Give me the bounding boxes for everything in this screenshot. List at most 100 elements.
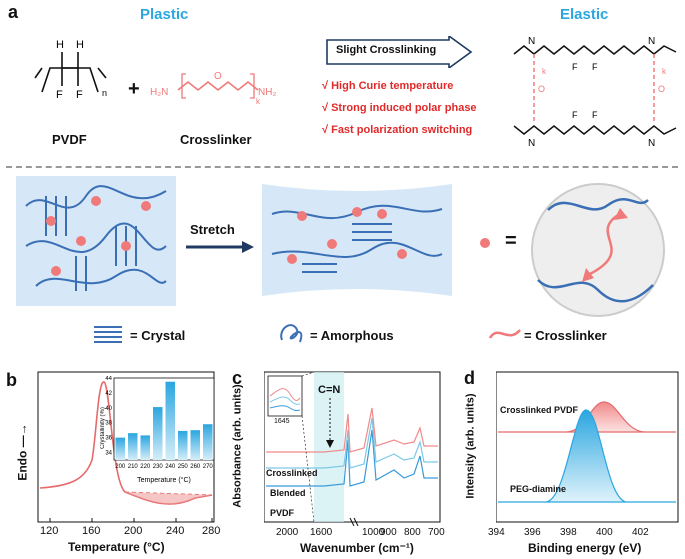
inset-xtick: 200 [115, 464, 126, 470]
amorphous-icon [280, 324, 303, 343]
inset-xtick: 260 [190, 464, 201, 470]
inset-bar [178, 430, 188, 460]
n-atom-1: N [528, 36, 535, 47]
f-atom-1: F [56, 89, 63, 101]
inset-xtick: 270 [203, 464, 214, 470]
inset-xtick: 210 [128, 464, 139, 470]
b-xtick-160: 160 [82, 525, 101, 537]
inset-xtick: 230 [153, 464, 164, 470]
d-xtick-400: 400 [596, 527, 613, 538]
blended-spectrum [266, 417, 438, 469]
d-xtick-402: 402 [632, 527, 649, 538]
panel-a-letter: a [8, 2, 19, 22]
series-label-peg-diamine: PEG-diamine [510, 484, 567, 494]
inset-ytick: 44 [105, 376, 112, 382]
n-atom-4: N [648, 138, 655, 149]
h2n-group: H₂N [150, 87, 168, 98]
k-subscript: k [256, 97, 261, 106]
series-label-crosslinked-pvdf: Crosslinked PVDF [500, 405, 579, 415]
o-atom: O [214, 71, 222, 82]
panel-b-ylabel: Endo —→ [15, 423, 30, 481]
series-label-crosslinked: Crosslinked [266, 468, 318, 478]
b-xtick-280: 280 [202, 525, 221, 537]
series-label-blended: Blended [270, 488, 306, 498]
equals-sign: = [505, 230, 517, 252]
panel-d-ylabel: Intensity (arb. units) [464, 393, 477, 499]
plastic-title: Plastic [140, 6, 189, 23]
n-subscript: n [102, 88, 107, 98]
legend-crystal: = Crystal [130, 328, 186, 343]
c-xtick-1000: 1000 [362, 527, 385, 538]
crosslinking-arrow-icon [326, 36, 473, 68]
elastic-network-structure: N N N N F F F F O O k k [513, 36, 677, 149]
crosslink-dot-icon [480, 238, 490, 248]
crosslink-zoom-circle [531, 183, 665, 317]
b-xtick-120: 120 [40, 525, 59, 537]
crosslinker-icon [488, 329, 521, 339]
inset-ytick: 34 [105, 451, 112, 457]
inset-xtick: 250 [178, 464, 189, 470]
d-xtick-396: 396 [524, 527, 541, 538]
inset-bar [165, 381, 175, 460]
unstretched-network [16, 176, 176, 306]
n-atom-2: N [648, 36, 655, 47]
inset-ytick: 36 [105, 436, 112, 442]
stretch-arrow-icon [186, 241, 254, 253]
n-atom-3: N [528, 138, 535, 149]
panel-b-letter: b [6, 370, 17, 390]
panel-b-xlabel: Temperature (°C) [68, 540, 165, 554]
nh2-group: NH₂ [258, 87, 276, 98]
f-atom-2: F [76, 89, 83, 101]
property-2: √ Strong induced polar phase [322, 102, 477, 114]
f-atom-5: F [572, 110, 578, 120]
crosslinked-spectrum [266, 407, 438, 453]
inset-bar [190, 430, 200, 460]
inset-xlabel: Temperature (°C) [137, 476, 191, 484]
elastic-title: Elastic [560, 6, 609, 23]
f-atom-4: F [592, 62, 598, 72]
c-inset-label: 1645 [274, 418, 290, 425]
inset-bar [203, 424, 213, 460]
f-atom-3: F [572, 62, 578, 72]
inset-bar [128, 433, 138, 460]
c-xtick-900: 900 [380, 527, 397, 538]
crosslinking-arrow-label: Slight Crosslinking [336, 44, 437, 56]
inset-bar [153, 407, 163, 460]
panel-d-letter: d [464, 368, 475, 388]
inset-ytick: 42 [105, 391, 112, 397]
h-atom-2: H [76, 39, 84, 51]
pvdf-label: PVDF [52, 132, 87, 147]
k-subscript-2: k [542, 67, 547, 76]
axis-break [349, 517, 359, 526]
stretch-label: Stretch [190, 222, 235, 237]
c-inset-frame [267, 375, 303, 417]
inset-bar [115, 437, 125, 460]
d-xtick-398: 398 [560, 527, 577, 538]
panel-d-plot [496, 371, 679, 523]
c-xtick-800: 800 [404, 527, 421, 538]
dsc-shaded-area [125, 492, 212, 505]
o-atom-2: O [538, 84, 545, 94]
crosslinker-label: Crosslinker [180, 132, 252, 147]
peg-xps-peak [498, 409, 676, 503]
c-xtick-700: 700 [428, 527, 445, 538]
panel-c-plot [264, 371, 441, 526]
b-xtick-240: 240 [166, 525, 185, 537]
o-atom-3: O [658, 84, 665, 94]
c-xtick-1600: 1600 [310, 527, 333, 538]
panel-c-xlabel: Wavenumber (cm⁻¹) [300, 541, 414, 555]
f-atom-6: F [592, 110, 598, 120]
inset-ylabel: Crystallinity (%) [100, 407, 106, 449]
cn-highlight-band [314, 372, 344, 522]
divider [6, 166, 678, 168]
inset-xtick: 240 [165, 464, 176, 470]
c-xtick-2000: 2000 [276, 527, 299, 538]
panel-c-letter: c [232, 368, 243, 388]
crystal-icon [94, 326, 122, 343]
stretched-network [262, 184, 452, 296]
b-xtick-200: 200 [124, 525, 143, 537]
inset-ytick: 38 [105, 421, 112, 427]
property-3: √ Fast polarization switching [322, 124, 473, 136]
inset-ytick: 40 [105, 406, 112, 412]
